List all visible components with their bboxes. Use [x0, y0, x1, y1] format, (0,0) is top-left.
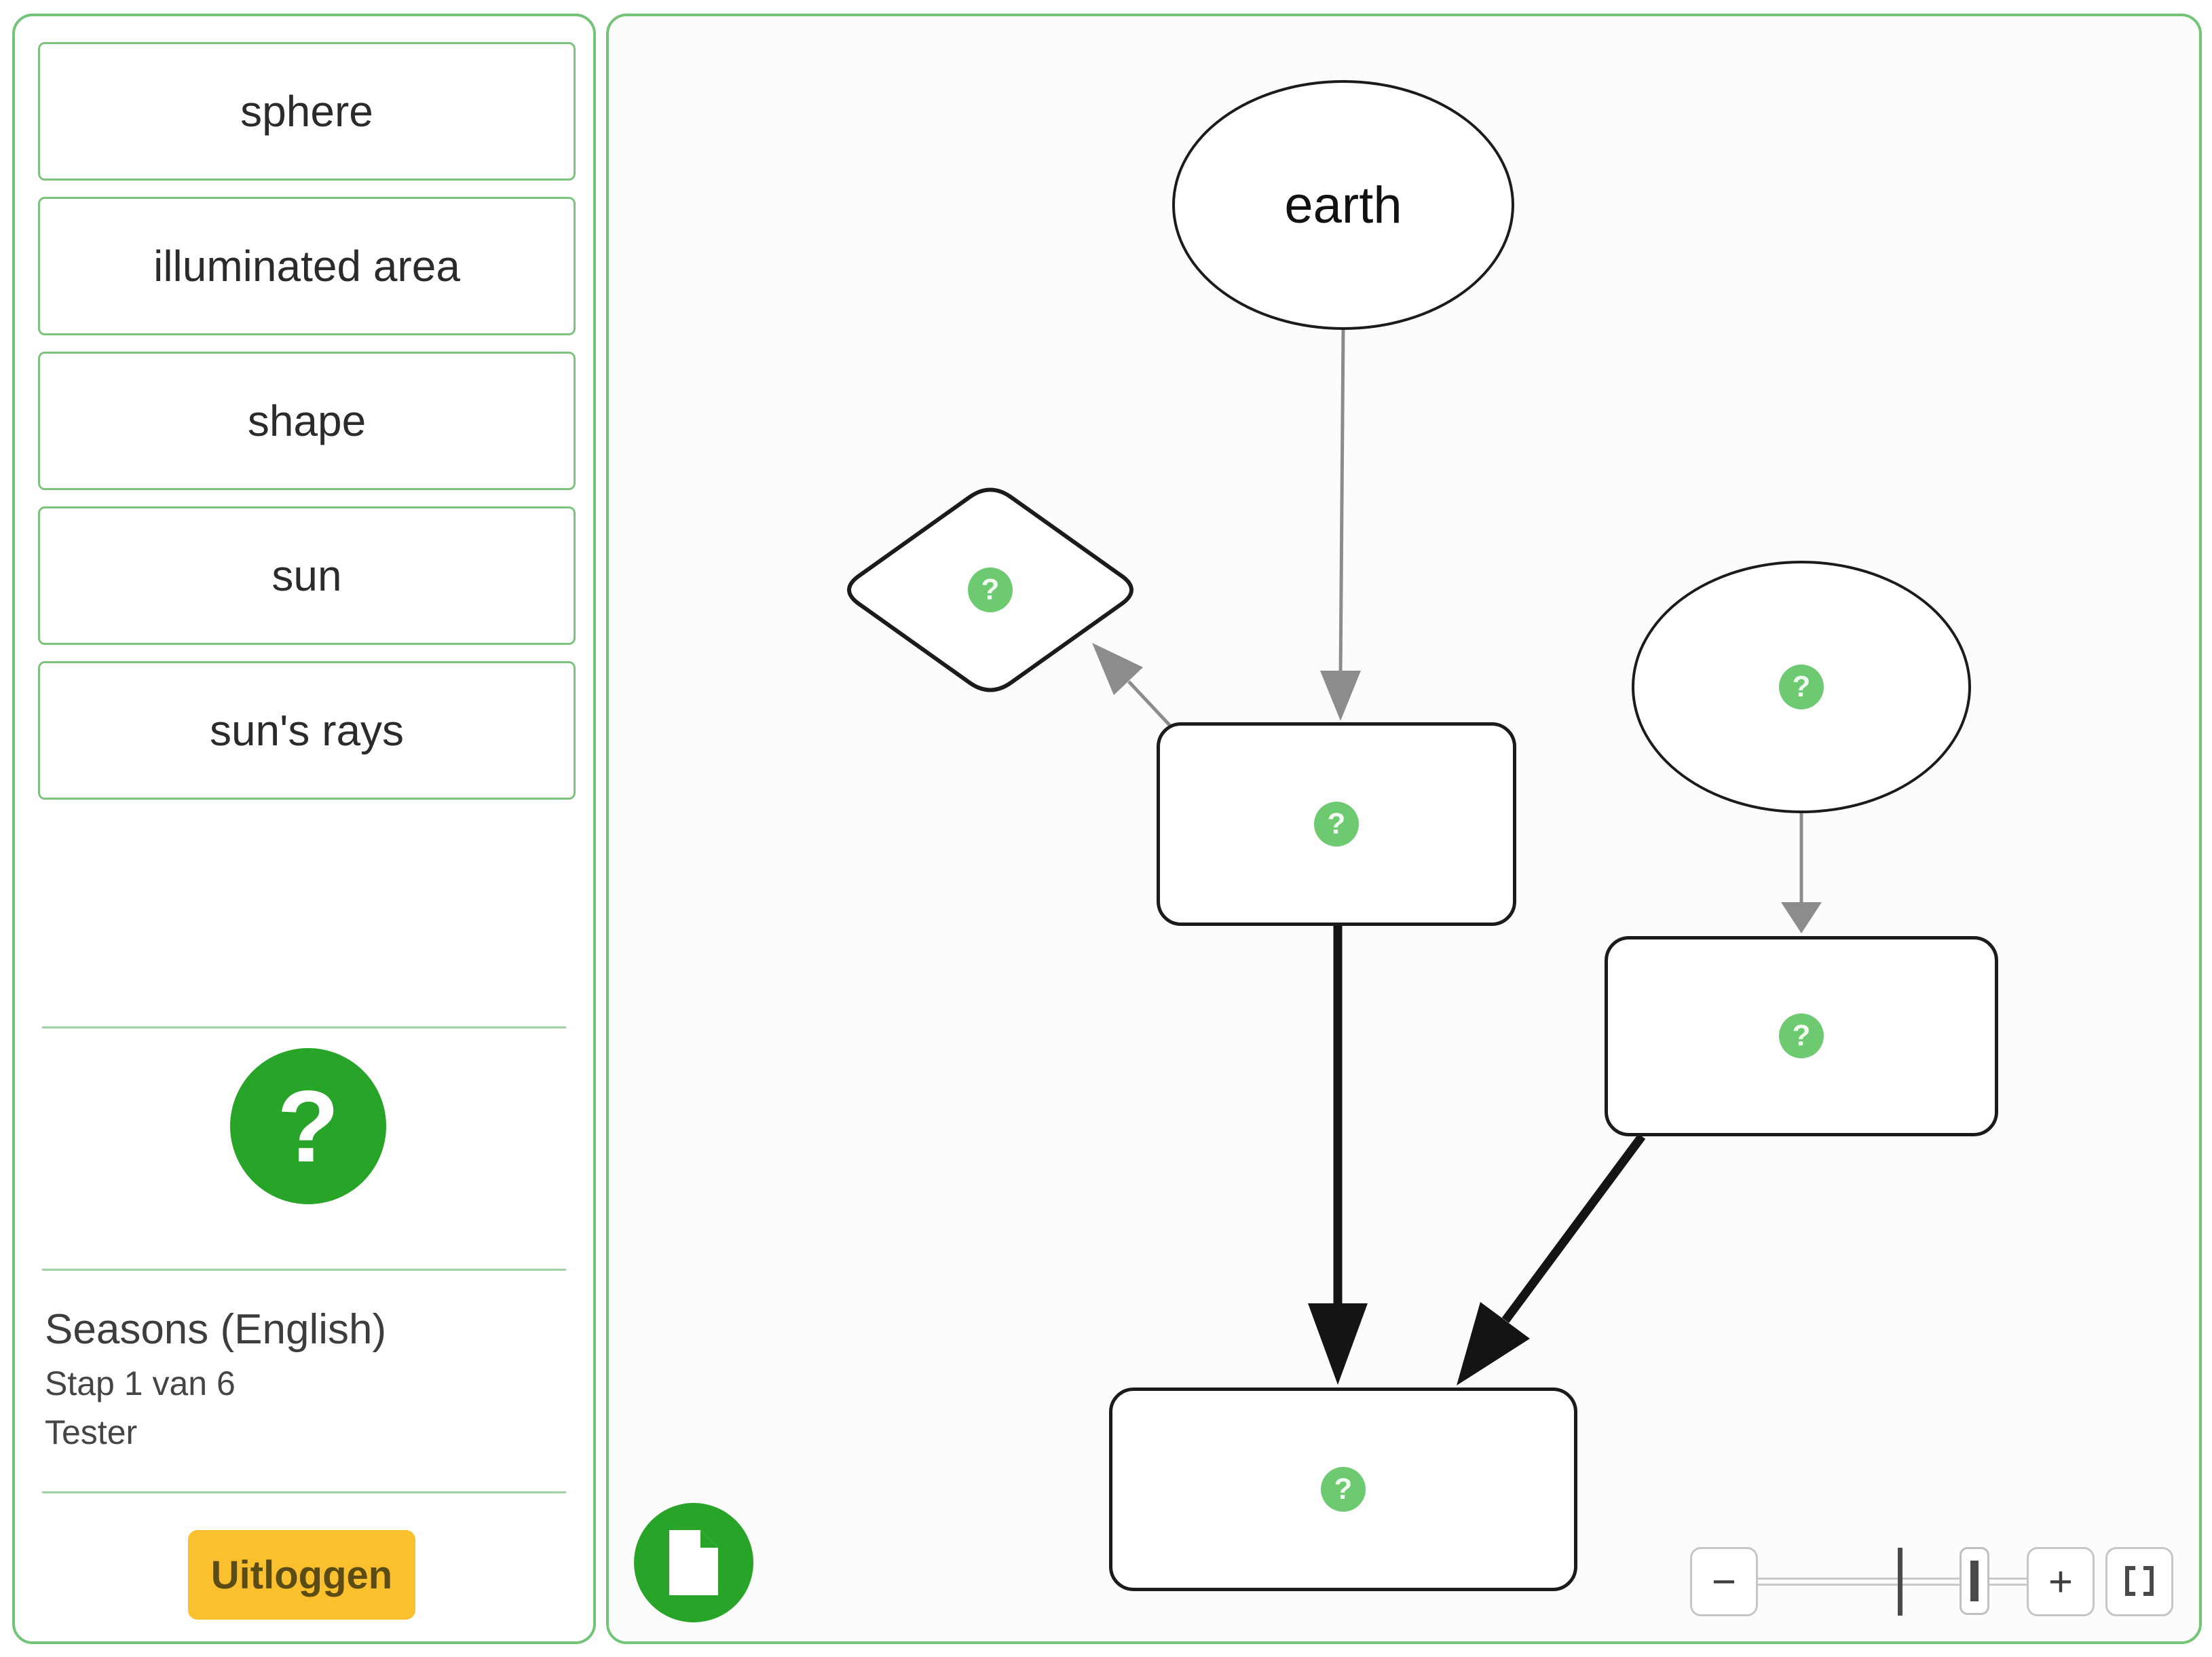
user-name: Tester — [45, 1413, 138, 1451]
sidebar-divider-bottom — [42, 1491, 566, 1493]
help-button[interactable]: ? — [230, 1048, 386, 1204]
placeholder-badge-middle[interactable]: ? — [1314, 802, 1359, 846]
word-tile-shape[interactable]: shape — [38, 352, 576, 490]
arrowhead-gray-down2-icon — [1781, 902, 1822, 933]
fullscreen-button[interactable] — [2105, 1547, 2173, 1616]
word-tile-sun[interactable]: sun — [38, 506, 576, 645]
step-indicator: Stap 1 van 6 — [45, 1364, 236, 1402]
document-icon — [669, 1530, 718, 1595]
node-earth[interactable]: earth — [1172, 80, 1514, 330]
zoom-in-button[interactable]: + — [2027, 1547, 2095, 1616]
word-tile-illuminated-area[interactable]: illuminated area — [38, 197, 576, 335]
placeholder-badge-diamond[interactable]: ? — [968, 567, 1013, 612]
slider-handle-bar-icon — [1970, 1561, 1979, 1601]
zoom-out-button[interactable]: − — [1690, 1547, 1758, 1616]
edge-earth-to-middle — [1338, 329, 1345, 675]
zoom-slider-tick — [1898, 1548, 1902, 1616]
fullscreen-icon — [2125, 1558, 2154, 1606]
zoom-slider-track[interactable] — [1758, 1578, 2027, 1586]
arrowhead-gray-down-icon — [1320, 671, 1361, 721]
edge-rrect-to-bottom — [1501, 1134, 1646, 1323]
zoom-slider-handle[interactable] — [1960, 1547, 1989, 1615]
sidebar-panel: sphere illuminated area shape sun sun's … — [12, 14, 596, 1644]
node-right-rect-placeholder[interactable] — [1605, 936, 1998, 1136]
node-earth-label: earth — [1284, 176, 1402, 234]
arrowhead-black-down-icon — [1308, 1303, 1368, 1385]
document-button[interactable] — [634, 1503, 753, 1622]
placeholder-badge-right-ellipse[interactable]: ? — [1779, 665, 1824, 709]
minus-icon: − — [1711, 1558, 1737, 1605]
word-tile-sphere[interactable]: sphere — [38, 42, 576, 181]
question-mark-icon: ? — [277, 1068, 339, 1183]
project-title: Seasons (English) — [45, 1306, 387, 1353]
plus-icon: + — [2048, 1558, 2074, 1605]
sidebar-divider-middle — [42, 1269, 566, 1271]
word-tile-suns-rays[interactable]: sun's rays — [38, 661, 576, 800]
arrowhead-black-downleft-icon — [1457, 1302, 1530, 1385]
placeholder-badge-right-rect[interactable]: ? — [1779, 1013, 1824, 1058]
logout-button[interactable]: Uitloggen — [188, 1530, 415, 1620]
canvas-panel: earth ? ? ? ? ? − — [606, 14, 2202, 1644]
sidebar-divider-top — [42, 1026, 566, 1028]
session-info: Seasons (English) Stap 1 van 6 Tester — [45, 1301, 386, 1457]
placeholder-badge-bottom[interactable]: ? — [1321, 1467, 1366, 1512]
